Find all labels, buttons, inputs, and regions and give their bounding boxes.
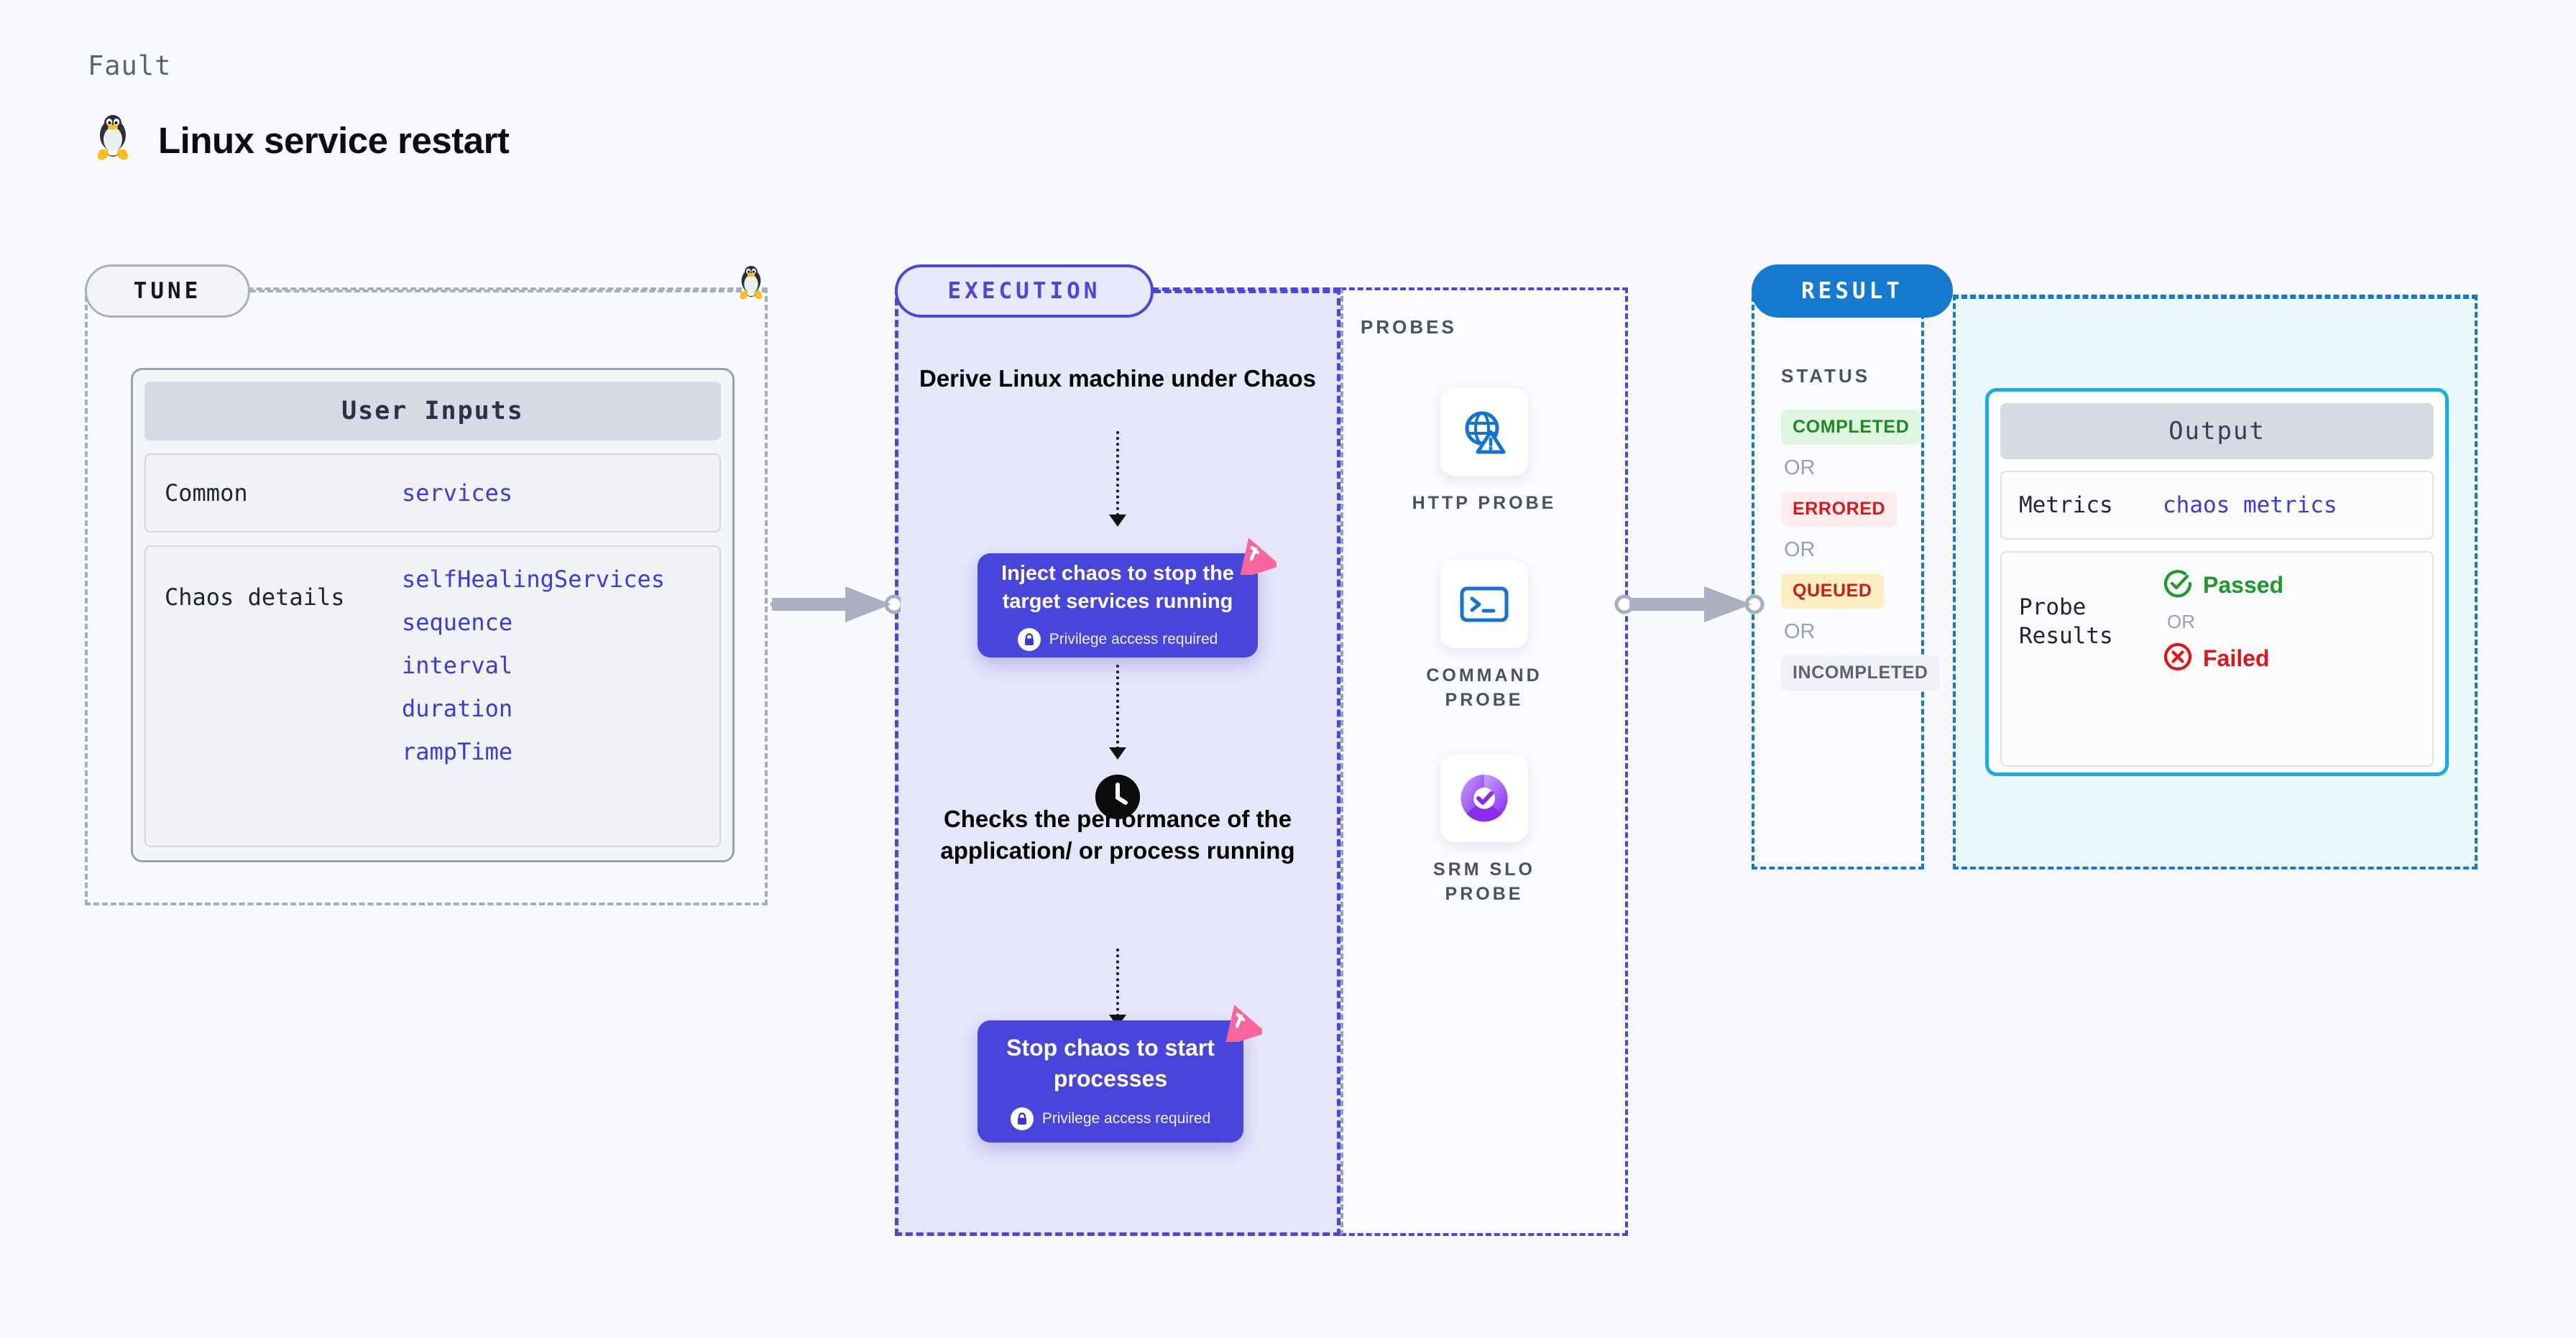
probe-label: COMMAND PROBE (1426, 665, 1542, 710)
tune-section-chaos-details: Chaos details selfHealingServices sequen… (144, 545, 721, 847)
terminal-icon (1440, 560, 1528, 648)
stop-chaos-title: Stop chaos to start processes (1006, 1035, 1215, 1092)
tune-section-values: selfHealingServices sequence interval du… (402, 566, 665, 765)
probe-result-failed: Failed (2163, 642, 2283, 675)
probe-result-options: Passed OR Failed (2163, 568, 2283, 675)
inject-chaos-card[interactable]: Inject chaos to stop the target services… (978, 537, 1279, 658)
status-list: COMPLETED OR ERRORED OR QUEUED OR INCOMP… (1781, 410, 1940, 691)
inject-chaos-title: Inject chaos to stop the target services… (1001, 561, 1234, 613)
connector-probes-to-result (1614, 583, 1765, 629)
flow-line-3 (1116, 949, 1119, 1017)
slo-donut-check-icon (1440, 755, 1528, 842)
probe-result-passed-label: Passed (2203, 572, 2284, 598)
tune-value-interval[interactable]: interval (402, 652, 513, 679)
result-top-dash (1953, 296, 2478, 299)
linux-penguin-badge-icon (735, 266, 768, 307)
probe-label: SRM SLO PROBE (1433, 859, 1535, 904)
lock-icon (1017, 628, 1041, 652)
x-circle-icon (2163, 642, 2193, 675)
output-metrics-row: Metrics chaos metrics (2000, 471, 2434, 540)
status-or: OR (1784, 620, 1816, 643)
tune-value-ramptime[interactable]: rampTime (402, 738, 513, 765)
probe-result-or: OR (2167, 611, 2195, 632)
tune-value-services[interactable]: services (402, 479, 513, 507)
output-metrics-label: Metrics (2019, 492, 2113, 518)
lock-icon (1010, 1107, 1034, 1130)
check-circle-icon (2163, 568, 2193, 602)
probe-result-failed-label: Failed (2203, 645, 2270, 671)
status-or: OR (1784, 456, 1816, 479)
tune-value-selfhealingservices[interactable]: selfHealingServices (402, 566, 666, 593)
flow-arrow-1 (1109, 515, 1126, 527)
probe-command[interactable]: COMMAND PROBE (1398, 560, 1570, 713)
stop-chaos-card[interactable]: Stop chaos to start processes Privilege … (978, 1005, 1265, 1143)
output-card: Output Metrics chaos metrics Probe Resul… (1985, 388, 2449, 776)
litmus-chaos-icon (1218, 1002, 1265, 1046)
output-title: Output (2000, 403, 2434, 459)
connector-tune-to-execution (768, 583, 904, 629)
flow-arrow-2 (1109, 747, 1126, 760)
globe-warning-icon (1440, 388, 1528, 476)
tune-panel (85, 287, 768, 905)
page-title: Linux service restart (158, 119, 510, 161)
privilege-note: Privilege access required (1010, 1107, 1211, 1130)
privilege-note: Privilege access required (1017, 628, 1218, 652)
tune-value-sequence[interactable]: sequence (402, 609, 513, 636)
output-metrics-value[interactable]: chaos metrics (2163, 492, 2337, 518)
output-probe-label: Probe Results (2019, 594, 2113, 650)
page-kicker: Fault (88, 50, 172, 81)
litmus-chaos-icon (1232, 535, 1279, 578)
tune-section-values: services (402, 479, 512, 507)
exec-top-dash (1154, 290, 1340, 293)
stage-pill-tune[interactable]: TUNE (85, 264, 250, 318)
flow-line-1 (1116, 431, 1119, 516)
probe-http[interactable]: HTTP PROBE (1398, 388, 1570, 516)
status-badge-completed: COMPLETED (1781, 410, 1921, 445)
user-inputs-title: User Inputs (144, 382, 721, 440)
tune-value-duration[interactable]: duration (402, 695, 513, 722)
status-badge-incompleted: INCOMPLETED (1781, 655, 1940, 691)
execution-step-title: Derive Linux machine under Chaos (919, 365, 1316, 392)
flow-line-2 (1116, 665, 1119, 749)
probes-title: PROBES (1361, 316, 1457, 338)
tune-section-common: Common services (144, 453, 721, 532)
stage-pill-result[interactable]: RESULT (1752, 264, 1953, 318)
probe-result-passed: Passed (2163, 568, 2283, 602)
tune-section-label: Common (165, 479, 248, 507)
clock-icon (1095, 775, 1140, 819)
privilege-text: Privilege access required (1049, 631, 1218, 648)
tune-top-dash (250, 290, 768, 292)
linux-penguin-icon (91, 115, 135, 165)
page-title-row: Linux service restart (91, 115, 510, 165)
status-title: STATUS (1781, 365, 1871, 387)
status-badge-errored: ERRORED (1781, 492, 1898, 527)
status-badge-queued: QUEUED (1781, 573, 1884, 609)
user-inputs-card: User Inputs Common services Chaos detail… (131, 368, 735, 862)
status-or: OR (1784, 538, 1816, 561)
probe-srm-slo[interactable]: SRM SLO PROBE (1398, 755, 1570, 907)
privilege-text: Privilege access required (1041, 1109, 1211, 1127)
probe-label: HTTP PROBE (1412, 493, 1557, 513)
tune-section-label: Chaos details (165, 583, 345, 611)
output-probe-results-row: Probe Results Passed OR (2000, 551, 2434, 767)
stage-pill-execution[interactable]: EXECUTION (895, 264, 1154, 318)
